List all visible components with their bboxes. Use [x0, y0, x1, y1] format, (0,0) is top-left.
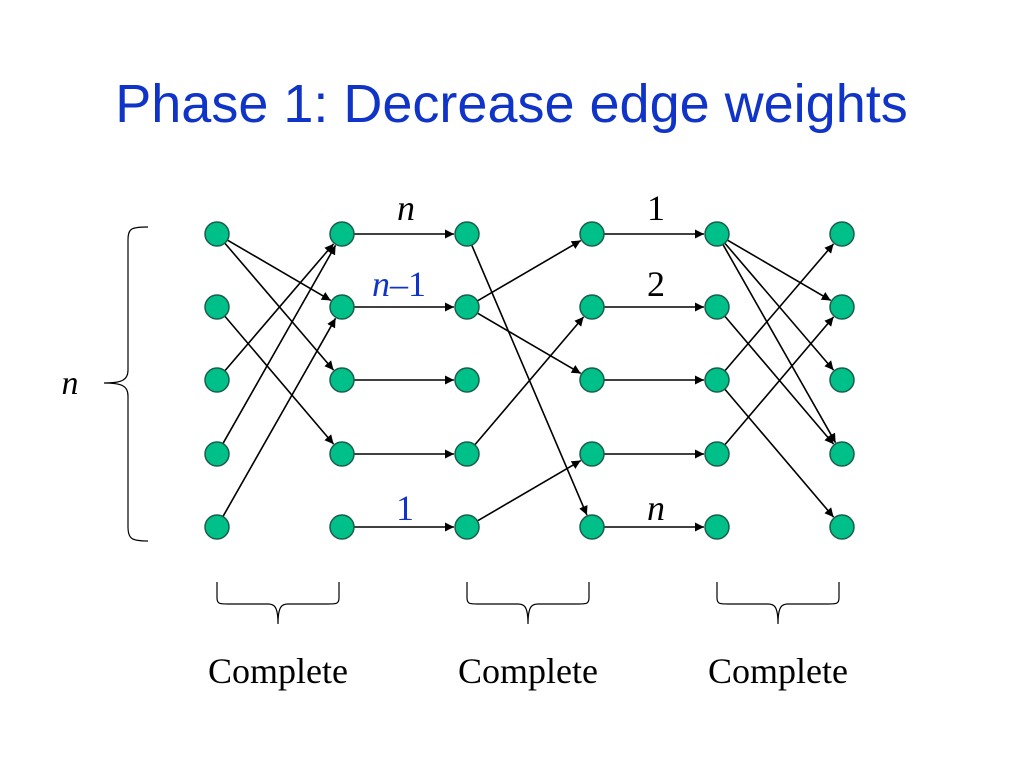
node-c3-r4 — [579, 514, 605, 540]
node-c1-r1 — [329, 294, 355, 320]
edge-4 — [222, 244, 337, 444]
edge-26 — [724, 388, 835, 518]
node-c3-r3 — [579, 441, 605, 467]
edge-0 — [226, 239, 332, 302]
node-c4-r0 — [704, 221, 730, 247]
edge-label-top-n: n — [397, 188, 415, 228]
node-c5-r4 — [829, 514, 855, 540]
node-c2-r0 — [454, 221, 480, 247]
node-c4-r1 — [704, 294, 730, 320]
node-c3-r2 — [579, 367, 605, 393]
node-c4-r4 — [704, 514, 730, 540]
brace-label: n — [62, 365, 79, 402]
node-c2-r4 — [454, 514, 480, 540]
node-c4-r2 — [704, 367, 730, 393]
node-c1-r3 — [329, 441, 355, 467]
edge-13 — [476, 312, 582, 375]
node-c0-r4 — [204, 514, 230, 540]
left-brace — [103, 226, 149, 542]
node-c2-r1 — [454, 294, 480, 320]
node-c3-r0 — [579, 221, 605, 247]
edge-label-n-minus-1: n–1 — [372, 264, 426, 304]
edge-3 — [224, 243, 335, 372]
nodes — [204, 221, 855, 540]
node-c5-r0 — [829, 221, 855, 247]
node-c4-r3 — [704, 441, 730, 467]
slide-title: Phase 1: Decrease edge weights — [115, 74, 908, 134]
edge-label-bottom-1: 1 — [396, 488, 414, 528]
node-c0-r3 — [204, 441, 230, 467]
node-c5-r2 — [829, 367, 855, 393]
edge-21 — [726, 239, 832, 302]
edge-25 — [724, 243, 835, 372]
group-label-1: Complete — [208, 651, 348, 691]
node-c2-r3 — [454, 441, 480, 467]
node-c5-r1 — [829, 294, 855, 320]
edge-5 — [222, 317, 337, 517]
node-c5-r3 — [829, 441, 855, 467]
group-label-2: Complete — [458, 651, 598, 691]
node-c3-r1 — [579, 294, 605, 320]
edge-15 — [476, 459, 582, 522]
group-brace-2 — [466, 582, 590, 625]
edge-label-right-n: n — [647, 488, 665, 528]
edge-14 — [474, 316, 585, 446]
node-c0-r2 — [204, 367, 230, 393]
edge-2 — [224, 315, 335, 445]
node-c0-r0 — [204, 221, 230, 247]
edges — [222, 229, 837, 532]
edge-23 — [722, 244, 837, 444]
group-brace-3 — [716, 582, 840, 625]
node-c1-r4 — [329, 514, 355, 540]
node-c1-r0 — [329, 221, 355, 247]
group-brace-1 — [216, 582, 340, 625]
edge-27 — [724, 316, 835, 446]
edge-label-right-1: 1 — [647, 188, 665, 228]
node-c0-r1 — [204, 294, 230, 320]
edge-label-right-2: 2 — [647, 264, 665, 304]
group-label-3: Complete — [708, 651, 848, 691]
edge-12 — [476, 239, 582, 302]
node-c2-r2 — [454, 367, 480, 393]
node-c1-r2 — [329, 367, 355, 393]
